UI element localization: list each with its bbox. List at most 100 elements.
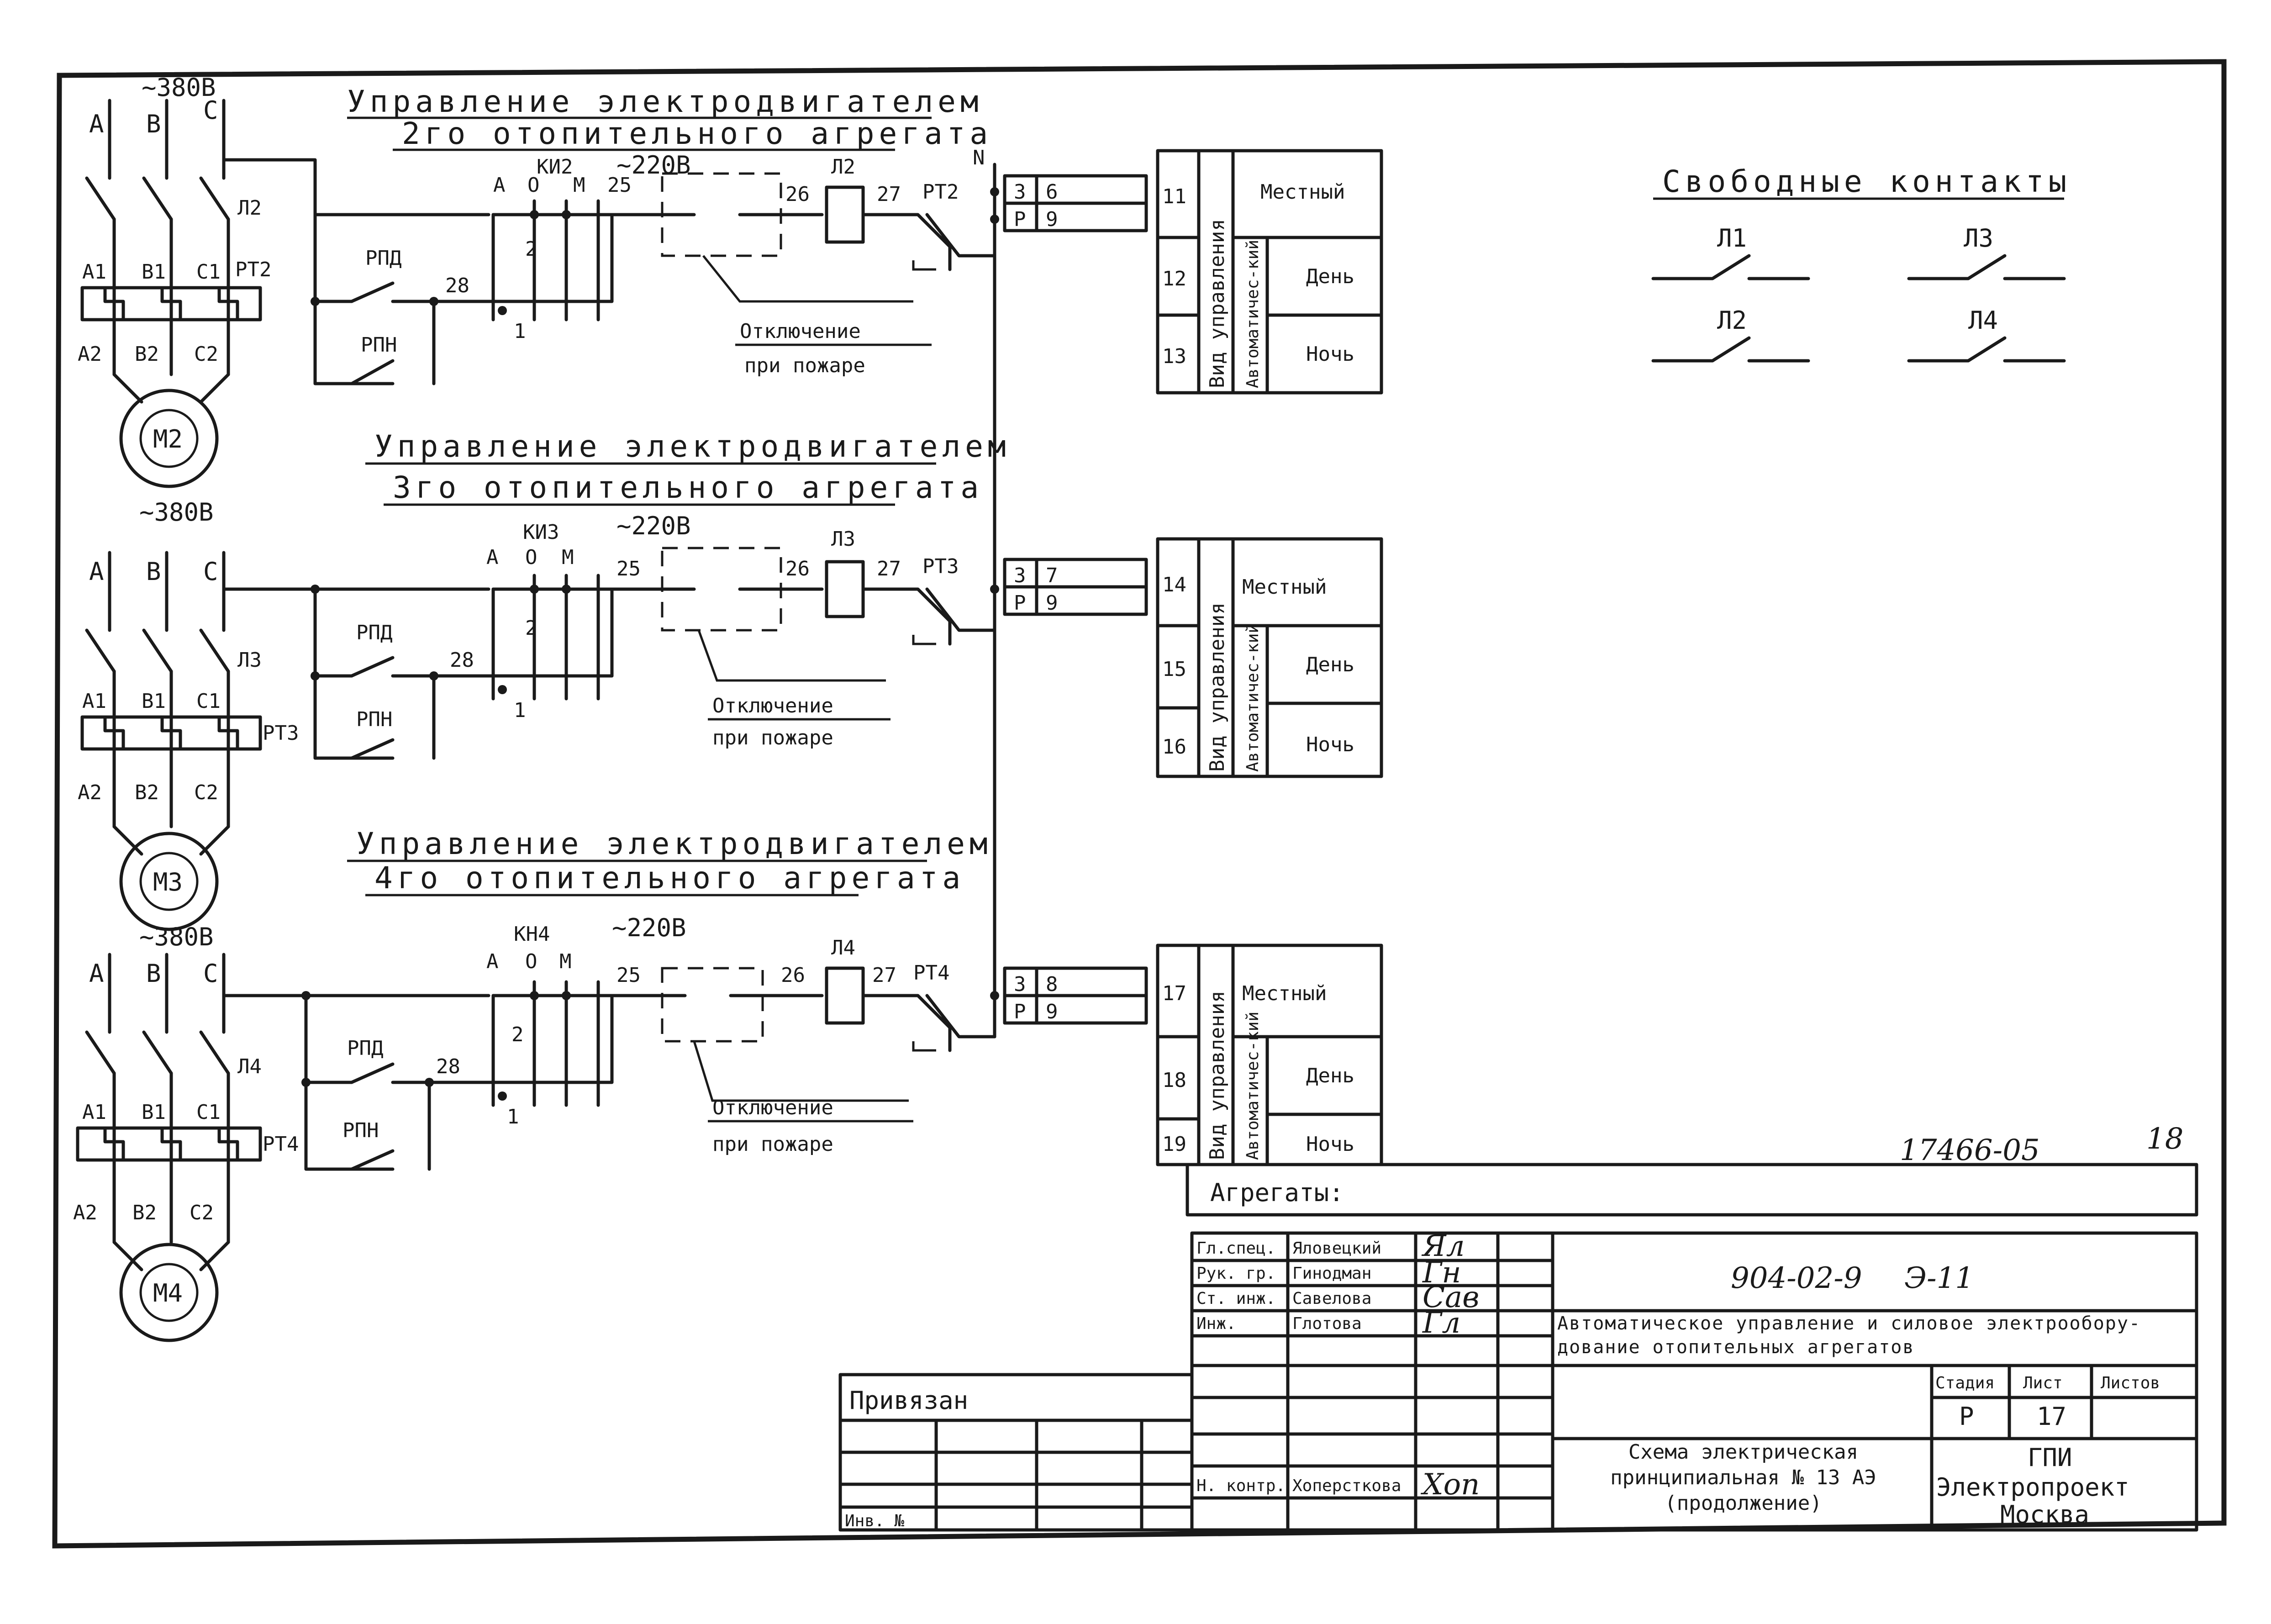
mode-local: Местный [1242,575,1327,599]
mode-vertical-label: Вид управления [1206,602,1229,772]
supply-380-label: ~380В [139,498,214,527]
bound-label: Привязан [849,1386,968,1415]
stage-head: Стадия [1935,1374,1995,1392]
terminal-r1-c1: 3 [1014,180,1026,204]
terminal-r2-c2: 9 [1046,208,1058,231]
term-c1: С1 [196,690,221,713]
free-contact-l1: Л1 [1717,224,1747,253]
mode-num-3: 19 [1162,1133,1186,1156]
free-contact-l3: Л3 [1964,224,1993,253]
coil [825,185,865,244]
switch-pos-a: А [486,546,499,569]
free-contact-l2: Л2 [1717,306,1747,335]
title-block: 17466-05 18 Агрегаты: Гл.спец. Яловецкий… [838,1122,2198,1532]
switch-pos-2: 2 [511,1023,524,1046]
mode-vertical-label: Вид управления [1206,219,1229,388]
staff-name-3: Савелова [1292,1289,1371,1308]
fire-note-line2: при пожаре [712,726,833,749]
node-27: 27 [872,964,896,987]
switch-label: КИ2 [537,155,573,179]
term-b1: В1 [142,1101,166,1124]
contactor-label: Л2 [237,196,262,220]
phase-b-label: В [146,959,161,988]
terminal-r2-c1: Р [1014,591,1026,615]
switch-pos-2: 2 [525,617,537,640]
rpd-label: РПД [347,1037,383,1060]
rpd-label: РПД [356,621,392,644]
terminal-r2-c1: Р [1014,1000,1026,1023]
switch-pos-o: О [525,546,537,569]
switch-pos-1: 1 [514,320,526,343]
supply-380-label: ~380В [142,73,216,102]
mode-num-3: 13 [1162,345,1186,368]
drawing-title: Схема электрическая принципиальная № 13 … [1610,1440,1876,1515]
phase-b-label: В [146,557,161,586]
terminal-r2-c2: 9 [1046,591,1058,615]
node-28: 28 [450,649,474,672]
node-26: 26 [785,183,810,206]
node-28: 28 [445,274,469,297]
switch-label: КИ3 [523,521,559,544]
org-line1: ГПИ [2028,1443,2072,1472]
thermal-relay-label: РТ2 [235,258,271,281]
node-27: 27 [877,183,901,206]
staff-role-3: Ст. инж. [1196,1289,1275,1308]
coil [825,966,865,1025]
drawing-frame [52,59,2227,1549]
mode-num-2: 18 [1162,1069,1186,1092]
terminal-r1-c2: 6 [1046,180,1058,204]
fire-note-line1: Отключение [712,1096,833,1119]
motor-label: М3 [153,868,183,896]
term-b1: В1 [142,260,166,284]
phase-c-label: С [203,96,218,125]
term-b2: В2 [132,1201,157,1224]
staff-role-1: Гл.спец. [1196,1239,1275,1258]
switch-pos-1: 1 [514,699,526,722]
page-corner-number: 18 [2146,1122,2183,1156]
fire-note-line1: Отключение [712,694,833,717]
staff-sign-4: Гл [1422,1306,1460,1340]
stage-value: Р [1959,1402,1974,1431]
mode-day: День [1306,653,1354,676]
motor-label: М2 [153,425,183,453]
phase-a-label: А [89,557,104,586]
org-line2: Электропроект [1936,1473,2129,1502]
neutral-label: N [973,146,985,169]
term-a2: А2 [78,781,102,804]
mode-auto: Автоматичес-кий [1244,1012,1262,1160]
term-b2: В2 [135,343,159,366]
supply-380-label: ~380В [139,923,214,951]
term-c1: С1 [196,260,221,284]
switch-pos-2: 2 [525,237,537,261]
mode-auto: Автоматичес-кий [1244,623,1262,772]
term-b2: В2 [135,781,159,804]
relay-contact-label: РТ3 [922,555,959,578]
switch-pos-a: А [486,950,499,973]
section-title-line2: 2го отопительного агрегата [402,116,992,151]
mode-num-1: 11 [1162,185,1186,208]
free-contacts: Свободные контакты Л1 Л3 Л2 Л4 [1651,164,2066,363]
supply-220-label: ~220В [616,151,691,179]
switch-pos-o: О [527,174,540,197]
node-27: 27 [877,557,901,580]
sheets-head: Листов [2101,1374,2160,1392]
staff-name-4: Глотова [1292,1314,1362,1333]
coil-label: Л2 [831,155,855,179]
mode-day: День [1306,265,1354,288]
phase-a-label: А [89,959,104,988]
terminal-r2-c2: 9 [1046,1000,1058,1023]
node-25: 25 [616,557,641,580]
section-title-line2: 3го отопительного агрегата [393,470,983,505]
mode-auto: Автоматичес-кий [1244,240,1262,388]
supply-220-label: ~220В [612,913,686,942]
aggregates-label: Агрегаты: [1210,1178,1344,1207]
mode-local: Местный [1260,180,1345,204]
nkontr-sign: Хоп [1420,1468,1480,1502]
doc-code: 17466-05 [1900,1134,2040,1167]
sheet-value: 17 [2037,1402,2066,1431]
staff-sign-1: Ял [1421,1229,1465,1263]
coil-label: Л4 [831,936,855,960]
rpn-label: РПН [356,708,392,731]
switch-label: КН4 [514,923,550,946]
